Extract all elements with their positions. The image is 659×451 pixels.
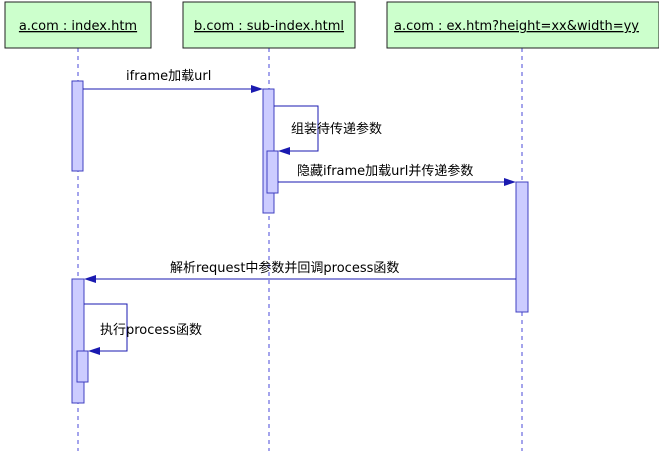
participant-a-index: a.com : index.htm [4,1,152,49]
message-assemble-params: 组装待传递参数 [274,105,382,155]
message-iframe-load: iframe加载url [83,69,263,93]
activation-a-index-2 [71,278,85,404]
message-hidden-iframe: 隐藏iframe加载url并传递参数 [278,163,516,186]
participant-b-subindex: b.com : sub-index.html [182,1,356,49]
message-label: iframe加载url [126,69,211,84]
message-label: 组装待传递参数 [291,121,382,137]
participant-label: a.com : ex.htm?height=xx&width=yy [394,19,639,34]
message-parse-callback: 解析request中参数并回调process函数 [84,260,516,283]
participant-label: a.com : index.htm [19,19,137,34]
message-label: 解析request中参数并回调process函数 [170,260,399,276]
activation-a-ex-1 [515,181,529,313]
participant-label: b.com : sub-index.html [194,19,344,34]
activation-a-index-3 [76,350,89,383]
message-label: 执行process函数 [100,323,202,338]
message-execute-process: 执行process函数 [84,303,202,355]
activation-b-subindex-2 [266,150,279,194]
message-label: 隐藏iframe加载url并传递参数 [297,163,473,179]
activation-a-index-1 [71,80,84,172]
participant-a-ex: a.com : ex.htm?height=xx&width=yy [386,1,659,49]
